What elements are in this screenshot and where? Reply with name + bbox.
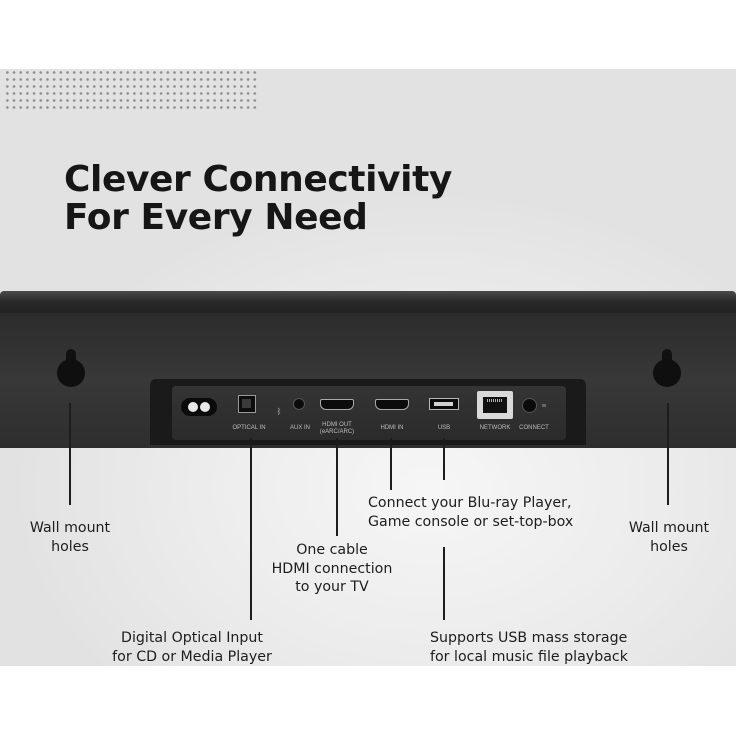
leader-hdmi-in: [390, 438, 392, 490]
callout-wall-mount-left: Wall mount holes: [20, 519, 120, 556]
leader-usb-lower: [443, 547, 445, 620]
callout-hdmi-arc-line-3: to your TV: [295, 579, 369, 595]
callout-optical-line-1: Digital Optical Input: [121, 630, 263, 646]
usb-label: USB: [437, 425, 451, 431]
usb-port: [429, 398, 459, 410]
optical-port: [238, 395, 256, 413]
hdmi-in-label: HDMI IN: [380, 425, 404, 431]
soundbar-top-edge: [0, 291, 736, 317]
callout-optical: Digital Optical Input for CD or Media Pl…: [102, 629, 282, 666]
network-label: NETWORK: [479, 425, 511, 431]
callout-hdmi-in-line-1: Connect your Blu-ray Player,: [368, 495, 572, 511]
network-port: [477, 391, 513, 419]
product-panel: Clever Connectivity For Every Need OPTIC…: [0, 69, 736, 666]
port-plate: OPTICAL IN ᛒ AUX IN HDMI OUT (eARC/ARC) …: [172, 386, 566, 440]
hdmi-out-port: [320, 399, 354, 410]
leader-hdmi-out: [336, 438, 338, 536]
connect-label: CONNECT: [519, 425, 549, 431]
leader-wall-left: [69, 403, 71, 505]
callout-usb-line-1: Supports USB mass storage: [430, 630, 628, 646]
headline-line-2: For Every Need: [64, 197, 368, 238]
aux-label: AUX IN: [289, 425, 310, 431]
power-port: [181, 398, 217, 416]
callout-hdmi-arc: One cable HDMI connection to your TV: [256, 541, 408, 597]
leader-wall-right: [667, 403, 669, 505]
callout-wall-mount-right: Wall mount holes: [619, 519, 719, 556]
callout-wall-right-line-2: holes: [650, 538, 688, 555]
connect-button: [522, 398, 537, 413]
wall-mount-hole-left: [56, 349, 86, 389]
leader-usb-upper: [443, 438, 445, 480]
callout-hdmi-arc-line-2: HDMI connection: [271, 560, 393, 577]
callout-wall-left-line-2: holes: [51, 538, 89, 555]
wall-mount-hole-right: [652, 349, 682, 389]
optical-label: OPTICAL IN: [232, 425, 266, 431]
callout-wall-left-line-1: Wall mount: [29, 520, 111, 536]
callout-usb-line-2: for local music file playback: [430, 648, 628, 665]
headline-line-1: Clever Connectivity: [64, 159, 452, 200]
callout-hdmi-in: Connect your Blu-ray Player, Game consol…: [368, 494, 573, 531]
callout-usb: Supports USB mass storage for local musi…: [430, 629, 628, 666]
callout-wall-right-line-1: Wall mount: [628, 520, 710, 536]
hdmi-out-label: HDMI OUT (eARC/ARC): [315, 422, 359, 436]
callout-hdmi-arc-line-1: One cable: [296, 542, 368, 558]
dot-pattern: [4, 69, 260, 113]
callout-hdmi-in-line-2: Game console or set-top-box: [368, 513, 574, 530]
hdmi-out-label-2: (eARC/ARC): [319, 429, 355, 435]
bluetooth-icon: ᛒ: [276, 407, 282, 416]
leader-optical: [250, 438, 252, 620]
aux-port: [293, 398, 305, 410]
hdmi-in-port: [375, 399, 409, 410]
hdmi-out-label-1: HDMI OUT: [322, 422, 352, 428]
callout-optical-line-2: for CD or Media Player: [112, 648, 272, 665]
connect-led: [542, 404, 546, 407]
headline: Clever Connectivity For Every Need: [64, 161, 584, 237]
